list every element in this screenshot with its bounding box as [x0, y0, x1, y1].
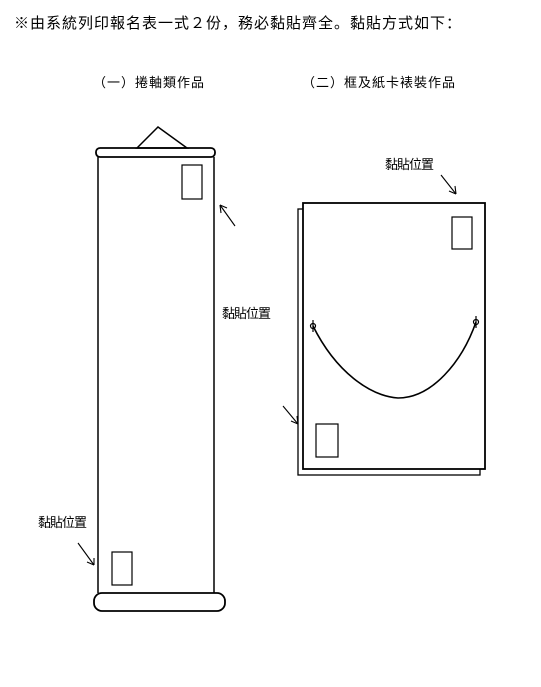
arrow-icon — [219, 204, 236, 227]
scroll-hanger — [135, 126, 190, 149]
scroll-work-drawing — [77, 126, 236, 612]
paste-box-scroll-bottom — [111, 551, 133, 586]
frame-work-drawing — [282, 174, 486, 476]
paste-position-label: 黏貼位置 — [385, 158, 434, 173]
paste-box-frame-top — [451, 216, 473, 250]
paste-position-label: 黏貼位置 — [222, 307, 271, 322]
scroll-top-rod — [95, 147, 216, 158]
scroll-bottom-rod — [93, 592, 226, 612]
arrow-icon — [282, 405, 299, 425]
paste-box-scroll-top — [181, 164, 203, 200]
hanging-wire — [312, 321, 477, 399]
frame-panel — [302, 202, 486, 470]
arrow-icon — [440, 174, 457, 195]
paste-box-frame-bottom — [315, 423, 339, 458]
arrow-icon — [77, 542, 95, 566]
instruction-text: ※由系統列印報名表一式２份，務必黏貼齊全。黏貼方式如下： — [14, 14, 463, 32]
caption-frame-works: （二）框及紙卡裱裝作品 — [302, 76, 457, 91]
paste-position-label: 黏貼位置 — [38, 516, 87, 531]
caption-scroll-works: （一）捲軸類作品 — [93, 76, 206, 91]
